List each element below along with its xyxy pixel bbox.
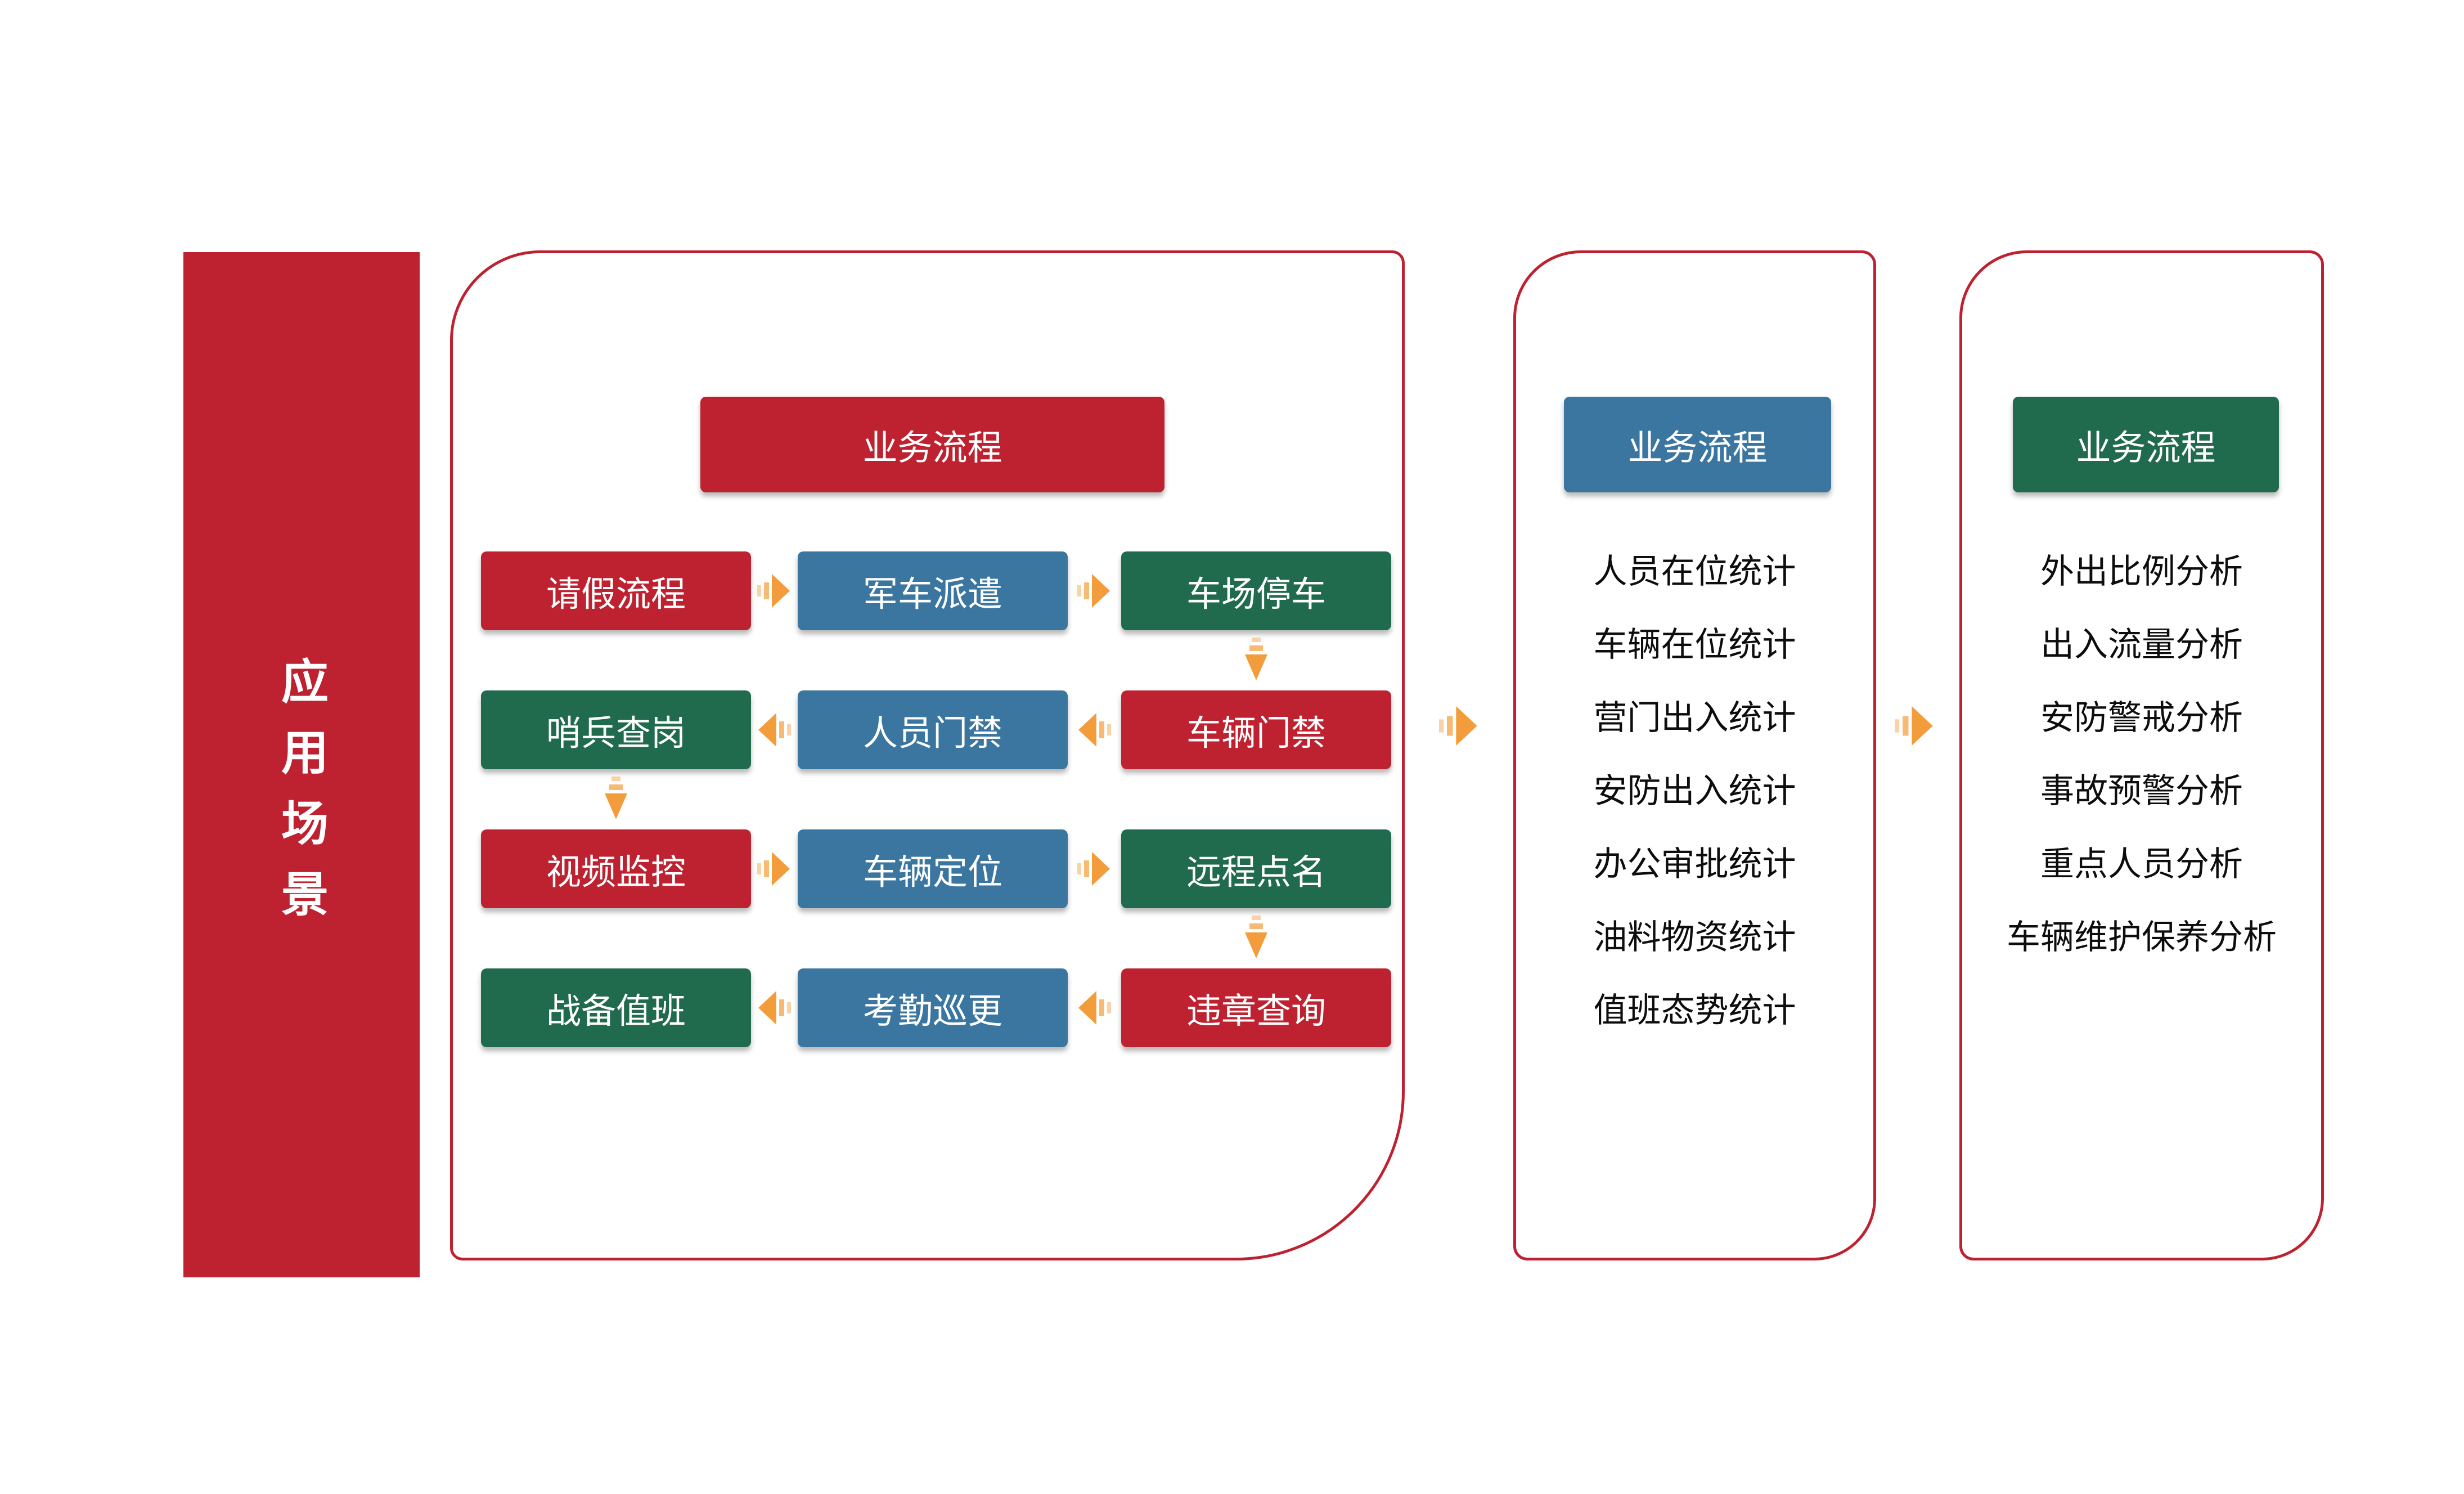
list-item: 办公审批统计 (1593, 845, 1796, 883)
analysis-panel: 业务流程 外出比例分析 出入流量分析 安防警戒分析 事故预警分析 重点人员分析 … (1959, 250, 2324, 1260)
panel-link-right-arrow-icon (1439, 700, 1478, 752)
app-scenario-banner: 应用场景 (183, 252, 420, 1277)
flow-box: 军车派遣 (798, 551, 1068, 630)
list-item: 安防警戒分析 (2040, 698, 2243, 737)
flow-box: 视频监控 (481, 829, 751, 908)
panel-link-right-arrow-icon (1895, 700, 1934, 752)
flow-box: 车场停车 (1121, 551, 1391, 630)
flow-box: 人员门禁 (798, 690, 1068, 769)
flow-box: 车辆定位 (798, 829, 1068, 908)
list-item: 外出比例分析 (2040, 552, 2243, 590)
stats-panel: 业务流程 人员在位统计 车辆在位统计 营门出入统计 安防出入统计 办公审批统计 … (1513, 250, 1876, 1260)
flow-box: 考勤巡更 (798, 968, 1068, 1047)
list-item: 人员在位统计 (1593, 552, 1796, 590)
flow-box: 违章查询 (1121, 968, 1391, 1047)
striped-left-arrow-icon (1077, 986, 1111, 1029)
list-item: 重点人员分析 (2040, 845, 2243, 883)
stats-list: 人员在位统计 车辆在位统计 营门出入统计 安防出入统计 办公审批统计 油料物资统… (1516, 532, 1873, 1044)
flow-box: 请假流程 (481, 551, 751, 630)
striped-left-arrow-icon (757, 986, 791, 1029)
list-item: 安防出入统计 (1593, 771, 1796, 810)
striped-down-arrow-icon (1244, 638, 1269, 683)
striped-down-arrow-icon (1244, 916, 1269, 961)
flow-box: 战备值班 (481, 968, 751, 1047)
list-item: 车辆维护保养分析 (2007, 918, 2277, 956)
flow-header: 业务流程 (700, 397, 1164, 492)
striped-right-arrow-icon (1077, 569, 1111, 612)
flow-box: 远程点名 (1121, 829, 1391, 908)
analysis-header: 业务流程 (2013, 397, 2279, 492)
striped-right-arrow-icon (757, 847, 791, 890)
list-item: 油料物资统计 (1593, 918, 1796, 956)
striped-left-arrow-icon (757, 708, 791, 751)
analysis-list: 外出比例分析 出入流量分析 安防警戒分析 事故预警分析 重点人员分析 车辆维护保… (1962, 532, 2321, 971)
list-item: 车辆在位统计 (1593, 625, 1796, 663)
list-item: 出入流量分析 (2040, 625, 2243, 663)
stats-header: 业务流程 (1564, 397, 1831, 492)
striped-left-arrow-icon (1077, 708, 1111, 751)
striped-down-arrow-icon (604, 777, 628, 822)
striped-right-arrow-icon (757, 569, 791, 612)
flow-panel: 业务流程 请假流程 军车派遣 车场停车 哨兵查岗 人员门禁 车辆门禁 视频监控 (450, 250, 1405, 1260)
list-item: 事故预警分析 (2040, 771, 2243, 810)
flow-box: 车辆门禁 (1121, 690, 1391, 769)
list-item: 营门出入统计 (1593, 698, 1796, 737)
app-scenario-label: 应用场景 (275, 657, 328, 940)
flow-box: 哨兵查岗 (481, 690, 751, 769)
striped-right-arrow-icon (1077, 847, 1111, 890)
list-item: 值班态势统计 (1593, 991, 1796, 1029)
